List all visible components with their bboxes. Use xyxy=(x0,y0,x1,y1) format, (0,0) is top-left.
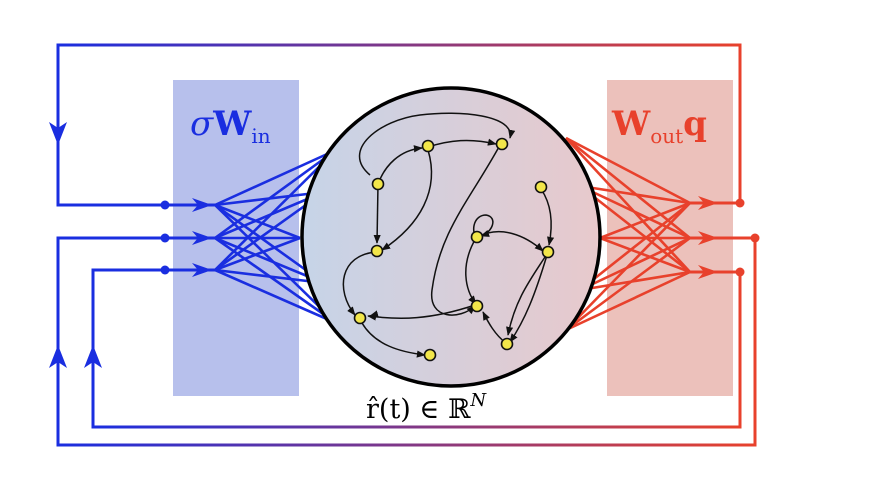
input-matrix-symbol: W xyxy=(212,104,252,144)
input-weights-label: σWin xyxy=(190,104,271,148)
state-superscript: N xyxy=(469,390,487,411)
output-matrix-symbol: W xyxy=(611,104,651,144)
reservoir-node xyxy=(541,245,555,259)
reservoir-node xyxy=(534,180,548,194)
reservoir-node xyxy=(371,177,385,191)
output-vector-symbol: q xyxy=(683,104,707,144)
reservoir-node xyxy=(353,311,367,325)
output-weights-label: Woutq xyxy=(611,104,707,148)
reservoir-state-label: r̂(t) ∈ ℝN xyxy=(366,390,487,425)
reservoir-nodes xyxy=(353,137,555,362)
reservoir-node xyxy=(370,244,384,258)
state-text: r̂(t) ∈ ℝ xyxy=(366,394,471,425)
reservoir-node xyxy=(421,139,435,153)
sigma-symbol: σ xyxy=(190,104,214,144)
reservoir-node xyxy=(423,348,437,362)
reservoir-node xyxy=(500,337,514,351)
down-arrow-icon xyxy=(49,122,67,145)
output-connections xyxy=(565,136,691,332)
reservoir-edges xyxy=(342,112,555,358)
output-subscript: out xyxy=(650,124,683,148)
reservoir-node xyxy=(470,230,484,244)
reservoir-node xyxy=(470,299,484,313)
input-subscript: in xyxy=(251,124,270,148)
reservoir xyxy=(300,86,602,388)
up-arrow-icon xyxy=(84,345,102,368)
reservoir-node xyxy=(495,137,509,151)
up-arrow-icon xyxy=(49,345,67,368)
loop-arrows xyxy=(49,122,102,368)
